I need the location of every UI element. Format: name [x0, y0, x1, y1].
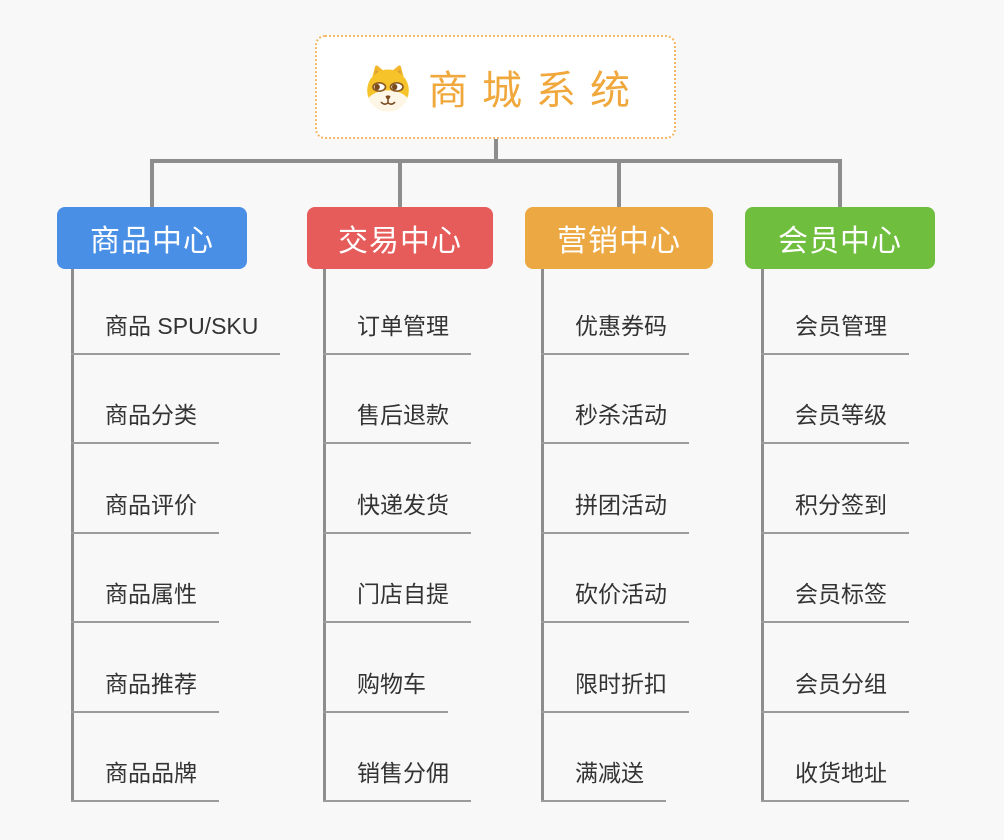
leaf-node[interactable]: 门店自提 — [323, 577, 471, 623]
leaf-node[interactable]: 商品评价 — [71, 488, 219, 534]
leaf-node[interactable]: 砍价活动 — [541, 577, 689, 623]
leaf-node[interactable]: 限时折扣 — [541, 667, 689, 713]
leaf-node[interactable]: 商品属性 — [71, 577, 219, 623]
leaf-node[interactable]: 收货地址 — [761, 756, 909, 802]
branch-trunk-line — [761, 269, 764, 802]
branch-label: 商品中心 — [90, 225, 214, 258]
leaf-node[interactable]: 商品品牌 — [71, 756, 219, 802]
leaf-node[interactable]: 会员分组 — [761, 667, 909, 713]
leaf-node[interactable]: 订单管理 — [323, 309, 471, 355]
leaf-node[interactable]: 满减送 — [541, 756, 666, 802]
leaf-node[interactable]: 会员管理 — [761, 309, 909, 355]
leaf-node[interactable]: 优惠券码 — [541, 309, 689, 355]
leaf-node[interactable]: 销售分佣 — [323, 756, 471, 802]
root-title: 商城系统 — [428, 69, 644, 113]
leaf-node[interactable]: 会员标签 — [761, 577, 909, 623]
leaf-node[interactable]: 购物车 — [323, 667, 448, 713]
branch-drop-line — [838, 159, 842, 209]
horizontal-connector-line — [150, 159, 842, 163]
branch-drop-line — [150, 159, 154, 209]
leaf-node[interactable]: 拼团活动 — [541, 488, 689, 534]
leaf-node[interactable]: 会员等级 — [761, 398, 909, 444]
leaf-node[interactable]: 商品分类 — [71, 398, 219, 444]
branch-trunk-line — [541, 269, 544, 802]
branch-trunk-line — [323, 269, 326, 802]
root-node[interactable]: 商城系统 — [315, 35, 676, 139]
branch-label: 营销中心 — [557, 225, 681, 258]
branch-drop-line — [398, 159, 402, 209]
branch-node[interactable]: 会员中心 — [745, 207, 935, 269]
leaf-node[interactable]: 快递发货 — [323, 488, 471, 534]
leaf-node[interactable]: 商品 SPU/SKU — [71, 309, 281, 355]
leaf-node[interactable]: 秒杀活动 — [541, 398, 689, 444]
branch-label: 会员中心 — [778, 225, 902, 258]
leaf-node[interactable]: 商品推荐 — [71, 667, 219, 713]
branch-label: 交易中心 — [338, 225, 462, 258]
branch-drop-line — [617, 159, 621, 209]
root-stem-line — [494, 139, 498, 163]
branch-node[interactable]: 商品中心 — [57, 207, 247, 269]
leaf-node[interactable]: 售后退款 — [323, 398, 471, 444]
dog-face-icon — [361, 62, 415, 112]
branch-trunk-line — [71, 269, 74, 802]
branch-node[interactable]: 营销中心 — [525, 207, 713, 269]
branch-node[interactable]: 交易中心 — [307, 207, 493, 269]
leaf-node[interactable]: 积分签到 — [761, 488, 909, 534]
